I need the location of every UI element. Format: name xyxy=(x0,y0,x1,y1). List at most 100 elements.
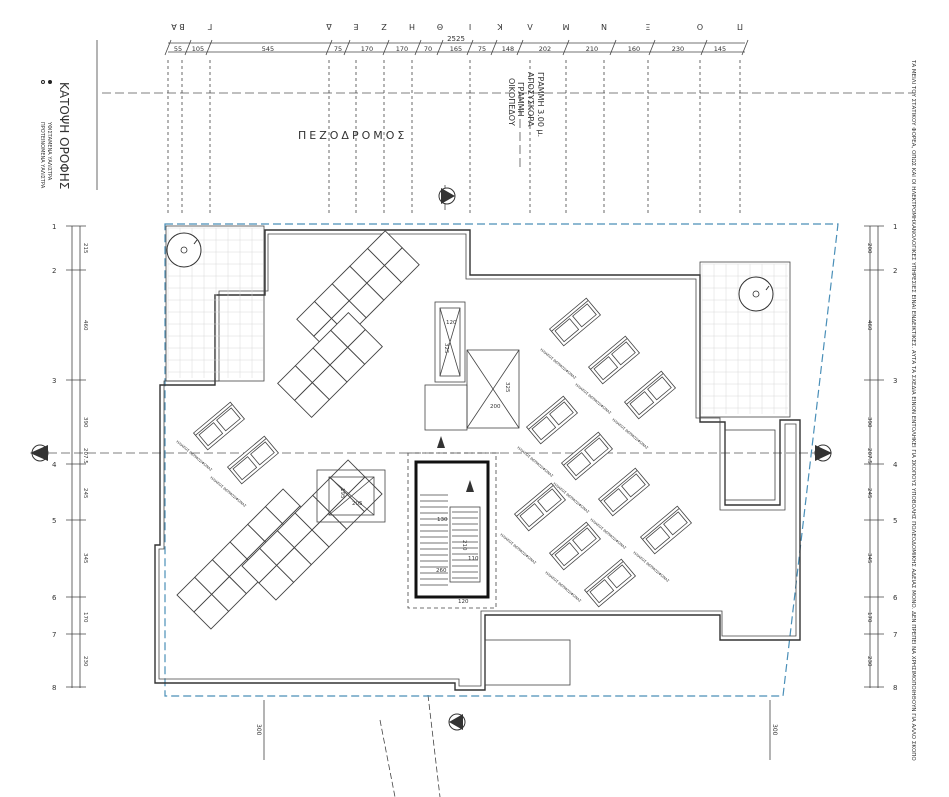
plot-outline xyxy=(164,223,839,697)
row-number: 5 xyxy=(893,517,897,525)
solar-water-heater xyxy=(623,370,677,420)
dimension-value: 210 xyxy=(586,45,598,53)
row-number: 2 xyxy=(893,267,897,275)
dimension-value: 170 xyxy=(82,612,88,623)
section-marker-a-top: Α xyxy=(438,185,456,210)
total-dimension: 2525 xyxy=(447,35,465,43)
dimension-value: 230 xyxy=(672,45,684,53)
solar-water-heater xyxy=(226,435,280,485)
row-number: 3 xyxy=(52,377,56,385)
staircase: 130 210 260 110 120 xyxy=(407,436,497,609)
dimension-value: 70 xyxy=(424,45,432,53)
setback-note: ΓΡΑΜΜΗ 3.00 μ. xyxy=(536,72,545,137)
drawing-title: ΚΑΤΟΨΗ ΟΡΟΦΗΣ xyxy=(57,82,71,189)
setback-note: ΟΙΚΟΠΕΔΟΥ xyxy=(507,78,516,126)
dimension-value: 345 xyxy=(866,553,872,564)
column-letter: Γ xyxy=(207,22,212,31)
dimension-value: 300 xyxy=(255,724,262,736)
dimension-value: 105 xyxy=(192,45,204,53)
column-letters: Β Α Γ Δ Ε Ζ Η Θ Ι Κ Λ Μ Ν Ξ Ο Π xyxy=(171,22,743,31)
column-letter: Ξ xyxy=(645,22,650,31)
dimension-value: 170 xyxy=(396,45,408,53)
solar-panel xyxy=(294,382,330,418)
dimension-value: 205 xyxy=(352,501,363,507)
dimension-value: 75 xyxy=(478,45,486,53)
heater-label: ΗΛΙΑΚΟΣ ΘΕΡΜΟΣΙΦΩΝΑΣ xyxy=(611,418,648,450)
column-letter: Ζ xyxy=(381,22,387,31)
dimension-value: 165 xyxy=(450,45,462,53)
solar-panel-array xyxy=(277,312,383,418)
legend-existing: ΥΦΙΣΤΑΜΕΝΑ ΥΑΛΙΣΤΡΑ xyxy=(46,121,52,181)
dimension-value: 200 xyxy=(866,243,872,254)
row-number: 2 xyxy=(52,267,56,275)
column-letter: Ε xyxy=(353,22,358,31)
solar-panel-array xyxy=(296,230,420,354)
section-label: Β xyxy=(37,449,43,458)
heater-label: ΗΛΙΑΚΟΣ ΘΕΡΜΟΣΙΦΩΝΑΣ xyxy=(539,348,576,380)
dimension-value: 195 xyxy=(339,488,345,499)
column-letter: Η xyxy=(409,22,415,31)
dimension-value: 120 xyxy=(458,599,469,605)
solar-panel-arrays xyxy=(176,230,693,630)
heater-label: ΗΛΙΑΚΟΣ ΘΕΡΜΟΣΙΦΩΝΑΣ xyxy=(544,571,581,603)
dimension-value: 545 xyxy=(262,45,274,53)
row-number: 1 xyxy=(893,223,897,231)
column-letter: Ο xyxy=(697,22,703,31)
column-letter: Β xyxy=(179,22,185,31)
solar-water-heater xyxy=(583,558,637,608)
dimension-value: 460 xyxy=(866,320,872,331)
dimension-value: 230 xyxy=(866,656,872,667)
heater-label: ΗΛΙΑΚΟΣ ΘΕΡΜΟΣΙΦΩΝΑΣ xyxy=(516,446,553,478)
dimension-value: 260 xyxy=(436,568,447,574)
dimension-value: 170 xyxy=(361,45,373,53)
dimension-value: 130 xyxy=(437,517,448,523)
dimension-value: 55 xyxy=(174,45,182,53)
dimension-value: 200 xyxy=(490,404,501,410)
row-number: 5 xyxy=(52,517,56,525)
lift-overrun: 325 200 xyxy=(424,349,520,431)
heater-label: ΗΛΙΑΚΟΣ ΘΕΡΜΟΣΙΦΩΝΑΣ xyxy=(499,533,536,565)
solar-water-heater xyxy=(513,482,567,532)
water-tank-right xyxy=(738,276,774,312)
dimension-value: 120 xyxy=(446,320,457,326)
dimension-value: 325 xyxy=(443,343,449,354)
solar-water-heater xyxy=(597,467,651,517)
skylight: 205 195 xyxy=(316,469,386,523)
dimension-value: 460 xyxy=(82,320,88,331)
section-label: Β xyxy=(820,449,826,458)
row-number: 1 xyxy=(52,223,56,231)
dimension-value: 245 xyxy=(82,488,88,499)
column-letter: Π xyxy=(737,22,743,31)
setback-notes: ΓΡΑΜΜΗ 3.00 μ. ΑΠΟΣΥΣΚΟΡΑ ΓΡΑΜΜΗ ΟΙΚΟΠΕΔ… xyxy=(507,72,545,137)
legend-proposed: ΠΡΟΤΕΙΝΟΜΕΝΑ ΥΑΛΙΣΤΡΑ xyxy=(39,122,45,189)
proposed-glazing-symbol xyxy=(41,80,45,84)
column-letter: Δ xyxy=(326,22,332,31)
setback-note: ΑΠΟΣΥΣΚΟΡΑ xyxy=(526,72,535,127)
paving-grid xyxy=(167,227,788,414)
row-number: 8 xyxy=(893,684,897,692)
solar-panel xyxy=(193,593,230,630)
column-letter: Μ xyxy=(562,22,569,31)
row-number: 6 xyxy=(52,594,57,602)
dimension-value: 325 xyxy=(504,382,510,393)
section-label: Α xyxy=(444,192,450,201)
street-label: ΠΕΖΟΔΡΟΜΟΣ xyxy=(298,129,407,142)
dimension-value: 160 xyxy=(628,45,640,53)
existing-glazing-symbol xyxy=(48,80,52,84)
disclaimer-note: ΤΑ ΜΕΙΛΙ ΤΟΥ ΣΤΑΤΙΚΟΥ ΦΟΡΕΑ, ΟΠΩΣ ΚΑΙ ΟΙ… xyxy=(910,59,916,761)
row-number: 3 xyxy=(893,377,897,385)
dimension-value: 170 xyxy=(866,612,872,623)
bottom-dimensions: 300 300 xyxy=(255,700,778,760)
left-dimension-strip: 1 2 3 4 5 6 7 8 215 460 390 207.5 245 34… xyxy=(52,223,88,692)
dimension-value: 345 xyxy=(82,553,88,564)
dimension-value: 215 xyxy=(82,243,88,254)
solar-water-heater xyxy=(525,395,579,445)
light-well: 120 325 xyxy=(434,301,466,383)
dimension-value: 202 xyxy=(539,45,551,53)
section-label: Α xyxy=(454,718,460,727)
row-number: 7 xyxy=(52,631,56,639)
column-letter: Λ xyxy=(527,22,533,31)
water-tank-left xyxy=(166,232,202,268)
row-number: 7 xyxy=(893,631,897,639)
